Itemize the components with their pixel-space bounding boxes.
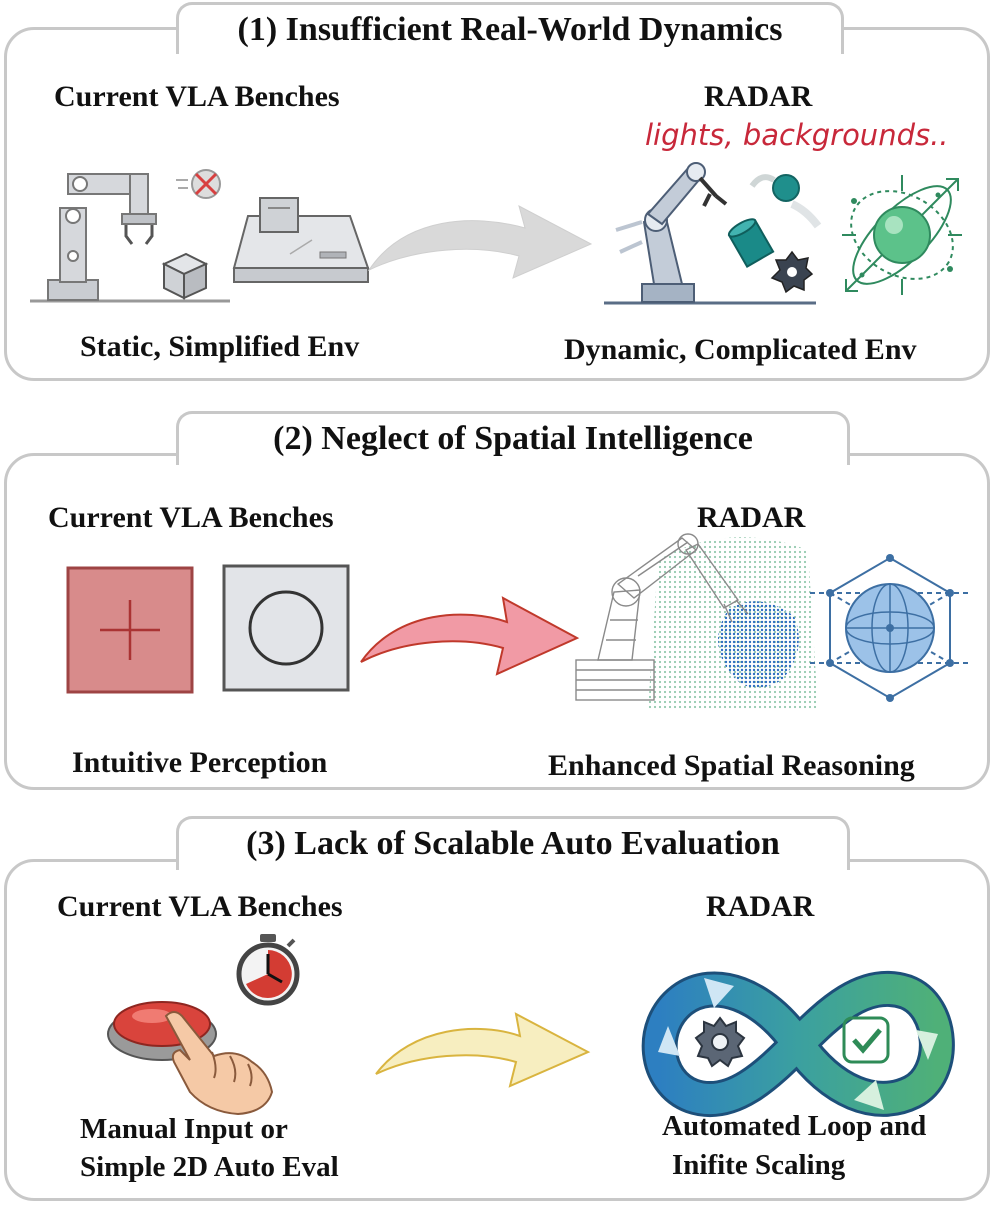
panel-spatial-title: (2) Neglect of Spatial Intelligence xyxy=(176,411,850,465)
spatial-right-heading: RADAR xyxy=(697,501,806,534)
moving-cylinder-icon xyxy=(727,218,775,268)
evaluation-right-heading: RADAR xyxy=(706,890,815,923)
evaluation-left-heading: Current VLA Benches xyxy=(57,890,343,923)
dynamic-robot-arm-icon xyxy=(604,162,816,305)
stopwatch-icon xyxy=(236,934,300,1006)
no-motion-icon xyxy=(176,169,221,199)
spatial-geometry-icon xyxy=(810,554,970,702)
motion-trail-icon xyxy=(790,200,822,229)
spatial-left-heading: Current VLA Benches xyxy=(48,501,334,534)
point-cloud-robot-icon xyxy=(575,533,818,710)
force-sphere-icon xyxy=(842,175,962,295)
cube-icon xyxy=(161,252,209,300)
moving-ball-icon xyxy=(749,174,800,202)
evaluation-right-caption-line2: Inifite Scaling xyxy=(672,1149,846,1181)
plus-square-icon xyxy=(66,566,194,694)
transition-arrow-pink xyxy=(360,596,580,676)
transition-arrow-gray xyxy=(367,205,593,279)
press-button-hand-icon xyxy=(107,1001,274,1116)
transition-arrow-yellow xyxy=(375,1012,591,1088)
table-device-icon xyxy=(232,197,370,283)
panel-evaluation-title: (3) Lack of Scalable Auto Evaluation xyxy=(176,816,850,870)
evaluation-right-caption-line1: Automated Loop and xyxy=(662,1110,927,1142)
panel-dynamics xyxy=(4,27,990,381)
static-robot-arm-icon xyxy=(30,173,230,303)
spatial-right-caption: Enhanced Spatial Reasoning xyxy=(548,749,915,782)
dynamics-right-caption: Dynamic, Complicated Env xyxy=(564,333,917,366)
dynamics-right-heading: RADAR xyxy=(704,80,813,113)
dynamics-left-heading: Current VLA Benches xyxy=(54,80,340,113)
circle-square-icon xyxy=(222,564,350,692)
moving-gear-icon xyxy=(770,250,814,294)
evaluation-left-caption-line2: Simple 2D Auto Eval xyxy=(80,1151,339,1183)
dynamics-note: lights, backgrounds.. xyxy=(645,118,949,152)
evaluation-left-caption-line1: Manual Input or xyxy=(80,1113,288,1145)
dynamics-left-caption: Static, Simplified Env xyxy=(80,330,360,363)
infinity-loop-icon xyxy=(641,970,955,1118)
spatial-left-caption: Intuitive Perception xyxy=(72,746,328,779)
panel-dynamics-title: (1) Insufficient Real-World Dynamics xyxy=(176,2,844,54)
